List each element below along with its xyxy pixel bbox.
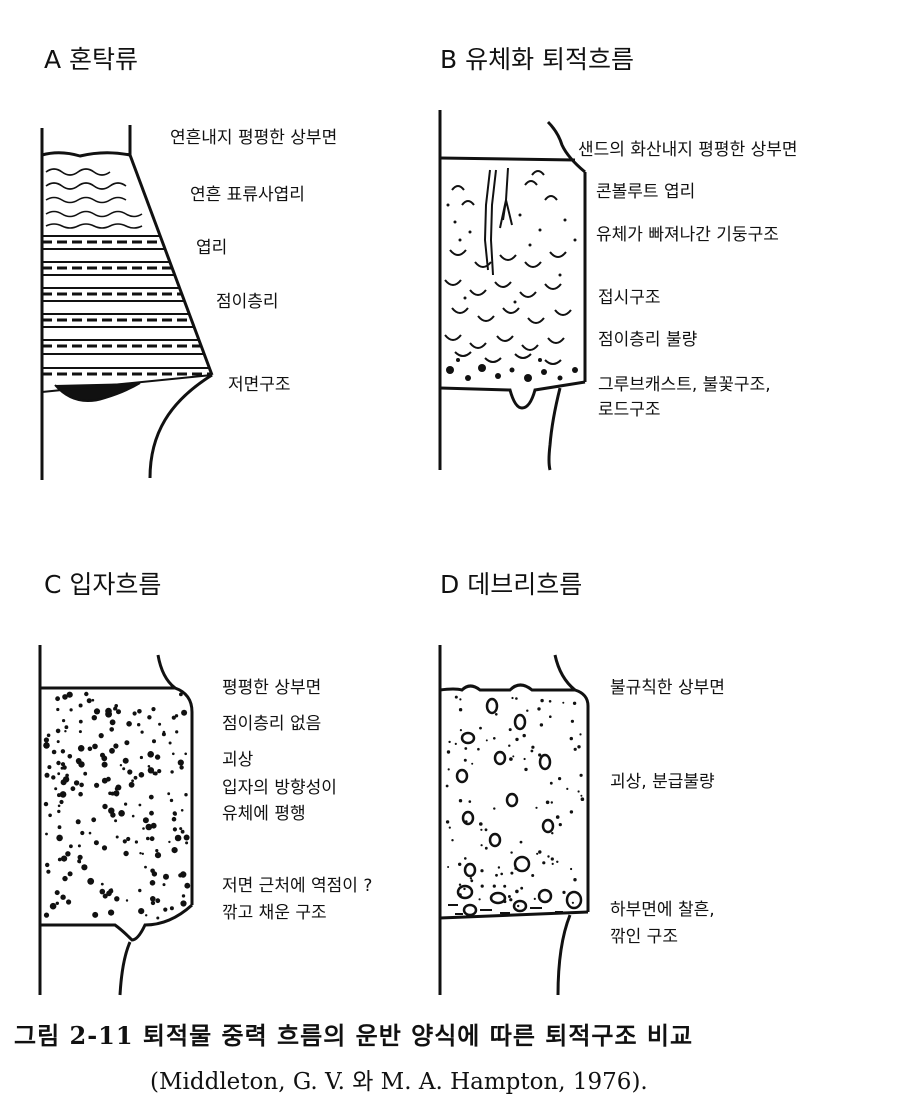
panel-a-label: 엽리 <box>196 238 228 258</box>
panel-a-diagram <box>40 125 214 480</box>
panel-b-diagram <box>438 110 587 471</box>
panel-d-dots <box>445 695 585 911</box>
panel-b-label: 유체가 빠져나간 기둥구조 <box>596 225 779 245</box>
panel-b-label: 콘볼루트 엽리 <box>596 182 696 202</box>
panel-b-label: 점이층리 불량 <box>598 330 698 350</box>
panel-c-label: 유체에 평행 <box>222 804 306 824</box>
panel-d-label: 불규칙한 상부면 <box>610 678 725 698</box>
panel-c-label: 점이층리 없음 <box>222 714 322 734</box>
panel-a-label: 연흔내지 평평한 상부면 <box>170 128 338 148</box>
panel-d-title: D 데브리흐름 <box>440 570 583 599</box>
panel-c-dots <box>43 691 191 920</box>
panel-c-title: C 입자흐름 <box>44 570 162 599</box>
panel-c-label: 깎고 채운 구조 <box>222 903 327 923</box>
panel-a-label: 점이층리 <box>216 292 279 312</box>
panel-c-label: 평평한 상부면 <box>222 678 322 698</box>
panel-b-label: 샌드의 화산내지 평평한 상부면 <box>578 140 798 160</box>
figure-citation: (Middleton, G. V. 와 M. A. Hampton, 1976)… <box>150 1069 648 1095</box>
panel-b-label: 그루브캐스트, 불꽃구조, <box>598 375 771 395</box>
panel-d-diagram <box>438 645 590 996</box>
panel-d-label: 깎인 구조 <box>610 927 678 947</box>
panel-a-label: 연흔 표류사엽리 <box>190 185 305 205</box>
panel-c-diagram <box>38 645 194 996</box>
panel-d-label: 하부면에 찰흔, <box>610 900 715 920</box>
panel-d-label: 괴상, 분급불량 <box>610 772 715 792</box>
panel-c-label: 저면 근처에 역점이 ? <box>222 876 373 896</box>
panel-b-label: 접시구조 <box>598 288 661 308</box>
figure-caption: 그림 2-11 퇴적물 중력 흐름의 운반 양식에 따른 퇴적구조 비교 <box>14 1021 694 1050</box>
panel-c-label: 입자의 방향성이 <box>222 778 337 798</box>
panel-c-label: 괴상 <box>222 750 254 770</box>
panel-b-title: B 유체화 퇴적흐름 <box>440 45 635 74</box>
panel-a-title: A 혼탁류 <box>44 45 139 74</box>
panel-a-label: 저면구조 <box>228 375 291 395</box>
panel-b-label: 로드구조 <box>598 400 661 420</box>
